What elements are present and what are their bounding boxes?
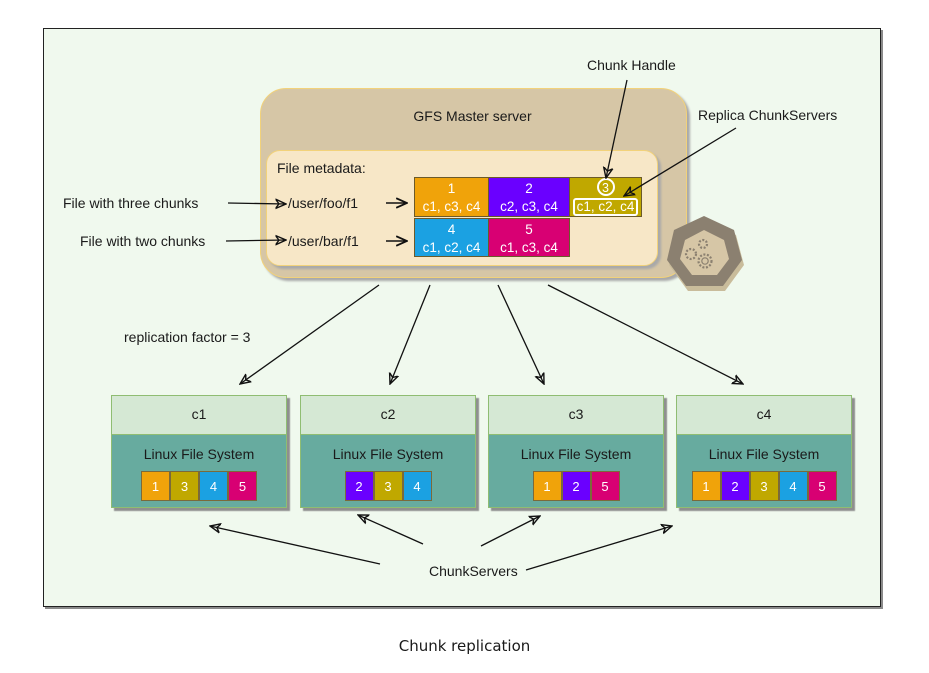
chunkserver-name: c1 xyxy=(112,396,286,435)
chunk-cell-2: 2 c2, c3, c4 xyxy=(488,177,570,217)
chunk-replicas: c1, c3, c4 xyxy=(422,199,481,214)
chunkserver-name: c2 xyxy=(301,396,475,435)
chunk-replicas-highlight: c1, c2, c4 xyxy=(572,198,639,216)
chunk-id: 2 xyxy=(525,181,533,196)
stored-chunk-3: 3 xyxy=(170,471,199,501)
stored-chunk-5: 5 xyxy=(228,471,257,501)
file-metadata-title: File metadata: xyxy=(277,160,366,176)
arrow-master-to-c2 xyxy=(390,284,431,384)
arrow-label-to-c1 xyxy=(210,526,381,565)
figure-caption: Chunk replication xyxy=(398,637,531,655)
filesystem-label: Linux File System xyxy=(708,446,820,462)
chunk-cell-1: 1 c1, c3, c4 xyxy=(414,177,489,217)
arrow-file-two xyxy=(225,240,286,241)
file-path-bar: /user/bar/f1 xyxy=(288,233,359,249)
file-path-foo: /user/foo/f1 xyxy=(288,195,359,211)
stored-chunk-2: 2 xyxy=(344,471,374,501)
chunk-id: 1 xyxy=(447,181,456,196)
arrow-chunk-handle xyxy=(606,79,628,178)
chunk-cell-5: 5 c1, c3, c4 xyxy=(488,218,570,257)
chunkserver-name: c3 xyxy=(489,396,663,435)
arrow-replica-chunkservers xyxy=(624,127,737,196)
arrow-file-three xyxy=(227,203,286,204)
stored-chunk-4: 4 xyxy=(199,471,228,501)
arrow-master-to-c3 xyxy=(497,284,544,384)
chunk-id: 4 xyxy=(447,222,456,237)
label-file-three-chunks: File with three chunks xyxy=(63,195,199,211)
label-file-two-chunks: File with two chunks xyxy=(80,233,206,249)
stored-chunk-5: 5 xyxy=(807,471,837,501)
label-replica-chunkservers: Replica ChunkServers xyxy=(698,107,838,123)
chunk-replicas: c1, c3, c4 xyxy=(500,240,558,255)
gears-icon xyxy=(667,216,744,291)
arrow-master-to-c4 xyxy=(547,284,743,384)
stored-chunk-2: 2 xyxy=(561,471,591,501)
filesystem-label: Linux File System xyxy=(520,446,632,462)
label-replication-factor: replication factor = 3 xyxy=(124,329,251,345)
arrow-label-to-c2 xyxy=(358,515,424,545)
stored-chunk-1: 1 xyxy=(141,471,170,501)
chunkserver-name: c4 xyxy=(677,396,851,435)
stored-chunk-2: 2 xyxy=(720,471,750,501)
chunk-replicas: c2, c3, c4 xyxy=(500,199,558,214)
stored-chunk-4: 4 xyxy=(402,471,432,501)
master-server-title: GFS Master server xyxy=(413,108,532,124)
label-chunkservers: ChunkServers xyxy=(429,563,518,579)
arrow-master-to-c1 xyxy=(240,284,380,384)
chunk-replicas: c1, c2, c4 xyxy=(422,240,481,255)
stored-chunk-5: 5 xyxy=(590,471,620,501)
chunk-id: 5 xyxy=(525,222,533,237)
filesystem-label: Linux File System xyxy=(143,446,255,462)
stored-chunk-4: 4 xyxy=(778,471,808,501)
chunk-cell-3: 3 c1, c2, c4 xyxy=(569,177,642,217)
stored-chunk-1: 1 xyxy=(532,471,562,501)
stored-chunk-3: 3 xyxy=(749,471,779,501)
label-chunk-handle: Chunk Handle xyxy=(587,57,676,73)
arrow-label-to-c4 xyxy=(525,526,672,571)
arrow-label-to-c3 xyxy=(480,516,540,547)
stored-chunk-1: 1 xyxy=(691,471,721,501)
stored-chunk-3: 3 xyxy=(373,471,403,501)
filesystem-label: Linux File System xyxy=(332,446,444,462)
